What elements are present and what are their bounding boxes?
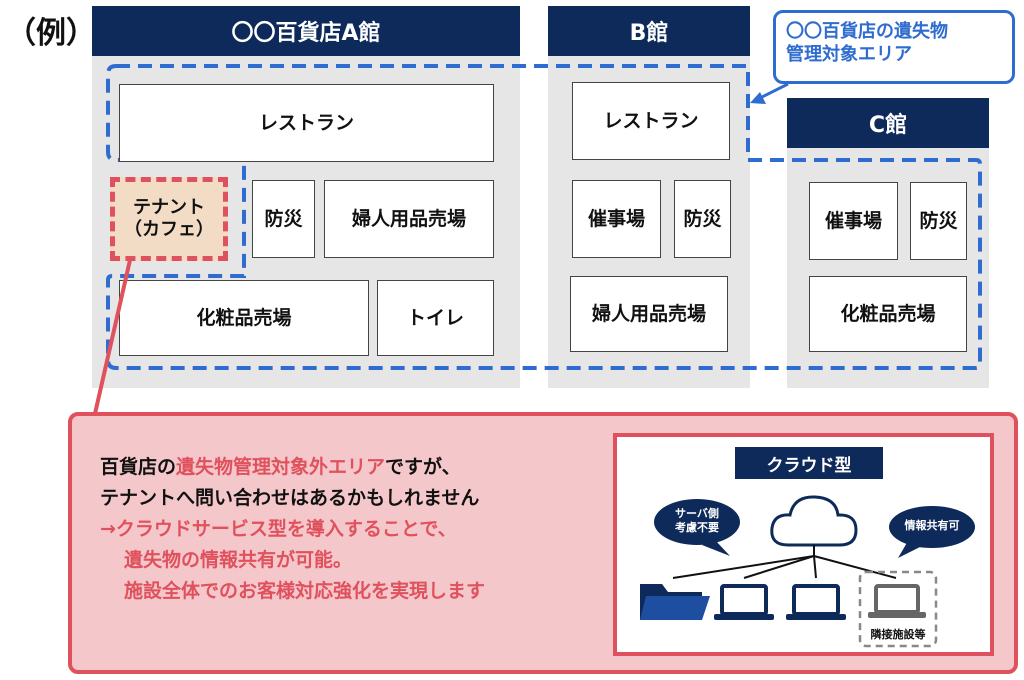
info-line-3: →クラウドサービス型を導入することで、: [100, 518, 457, 540]
info-text: 百貨店の遺失物管理対象外エリアですが、 テナントへ問い合わせはあるかもしれません…: [100, 452, 600, 607]
laptop-icon-3: [868, 584, 926, 618]
example-label: （例）: [6, 16, 96, 51]
building-b-title: B館: [548, 6, 750, 56]
info-line-2: テナントへ問い合わせはあるかもしれません: [100, 487, 480, 509]
room-a-restaurant: レストラン: [119, 84, 494, 162]
neighbor-label: 隣接施設等: [870, 628, 926, 641]
laptop-icon-1: [714, 584, 774, 620]
room-a-disaster: 防災: [252, 180, 315, 258]
cloud-title: クラウド型: [735, 447, 883, 479]
network-lines: [672, 545, 897, 579]
room-b-event: 催事場: [572, 180, 661, 258]
laptop-icon-2: [786, 584, 846, 620]
tenant-cafe: テナント （カフェ）: [110, 177, 228, 261]
room-b-disaster: 防災: [674, 180, 731, 258]
tenant-sublabel: （カフェ）: [124, 219, 214, 240]
room-a-toilet: トイレ: [377, 280, 494, 356]
folder-icon: [640, 584, 710, 620]
info-line-4: 遺失物の情報共有が可能。: [124, 549, 353, 571]
info-line-1: 百貨店の遺失物管理対象外エリアですが、: [100, 456, 461, 478]
managed-area-callout: 〇〇百貨店の遺失物 管理対象エリア: [773, 10, 1015, 84]
info-highlight: 遺失物管理対象外エリア: [176, 456, 386, 478]
cloud-icon: [770, 495, 858, 547]
bubble-left-text: サーバ側 考慮不要: [675, 507, 719, 535]
callout-line2: 管理対象エリア: [786, 43, 912, 65]
room-a-cosmetics: 化粧品売場: [119, 280, 369, 356]
info-line-5: 施設全体でのお客様対応強化を実現します: [124, 580, 486, 602]
room-b-restaurant: レストラン: [572, 82, 730, 160]
room-a-womens: 婦人用品売場: [324, 180, 494, 258]
bubble-right: [889, 506, 975, 558]
room-c-event: 催事場: [809, 182, 898, 260]
building-a-title: 〇〇百貨店A館: [92, 6, 520, 56]
callout-line1: 〇〇百貨店の遺失物: [786, 21, 948, 42]
room-c-cosmetics: 化粧品売場: [809, 276, 967, 352]
room-c-disaster: 防災: [910, 182, 967, 260]
tenant-label: テナント: [133, 196, 205, 218]
bubble-left: [654, 499, 740, 556]
bubble-right-text: 情報共有可: [904, 519, 960, 532]
room-b-womens: 婦人用品売場: [570, 276, 728, 352]
building-c-title: C館: [787, 98, 989, 148]
